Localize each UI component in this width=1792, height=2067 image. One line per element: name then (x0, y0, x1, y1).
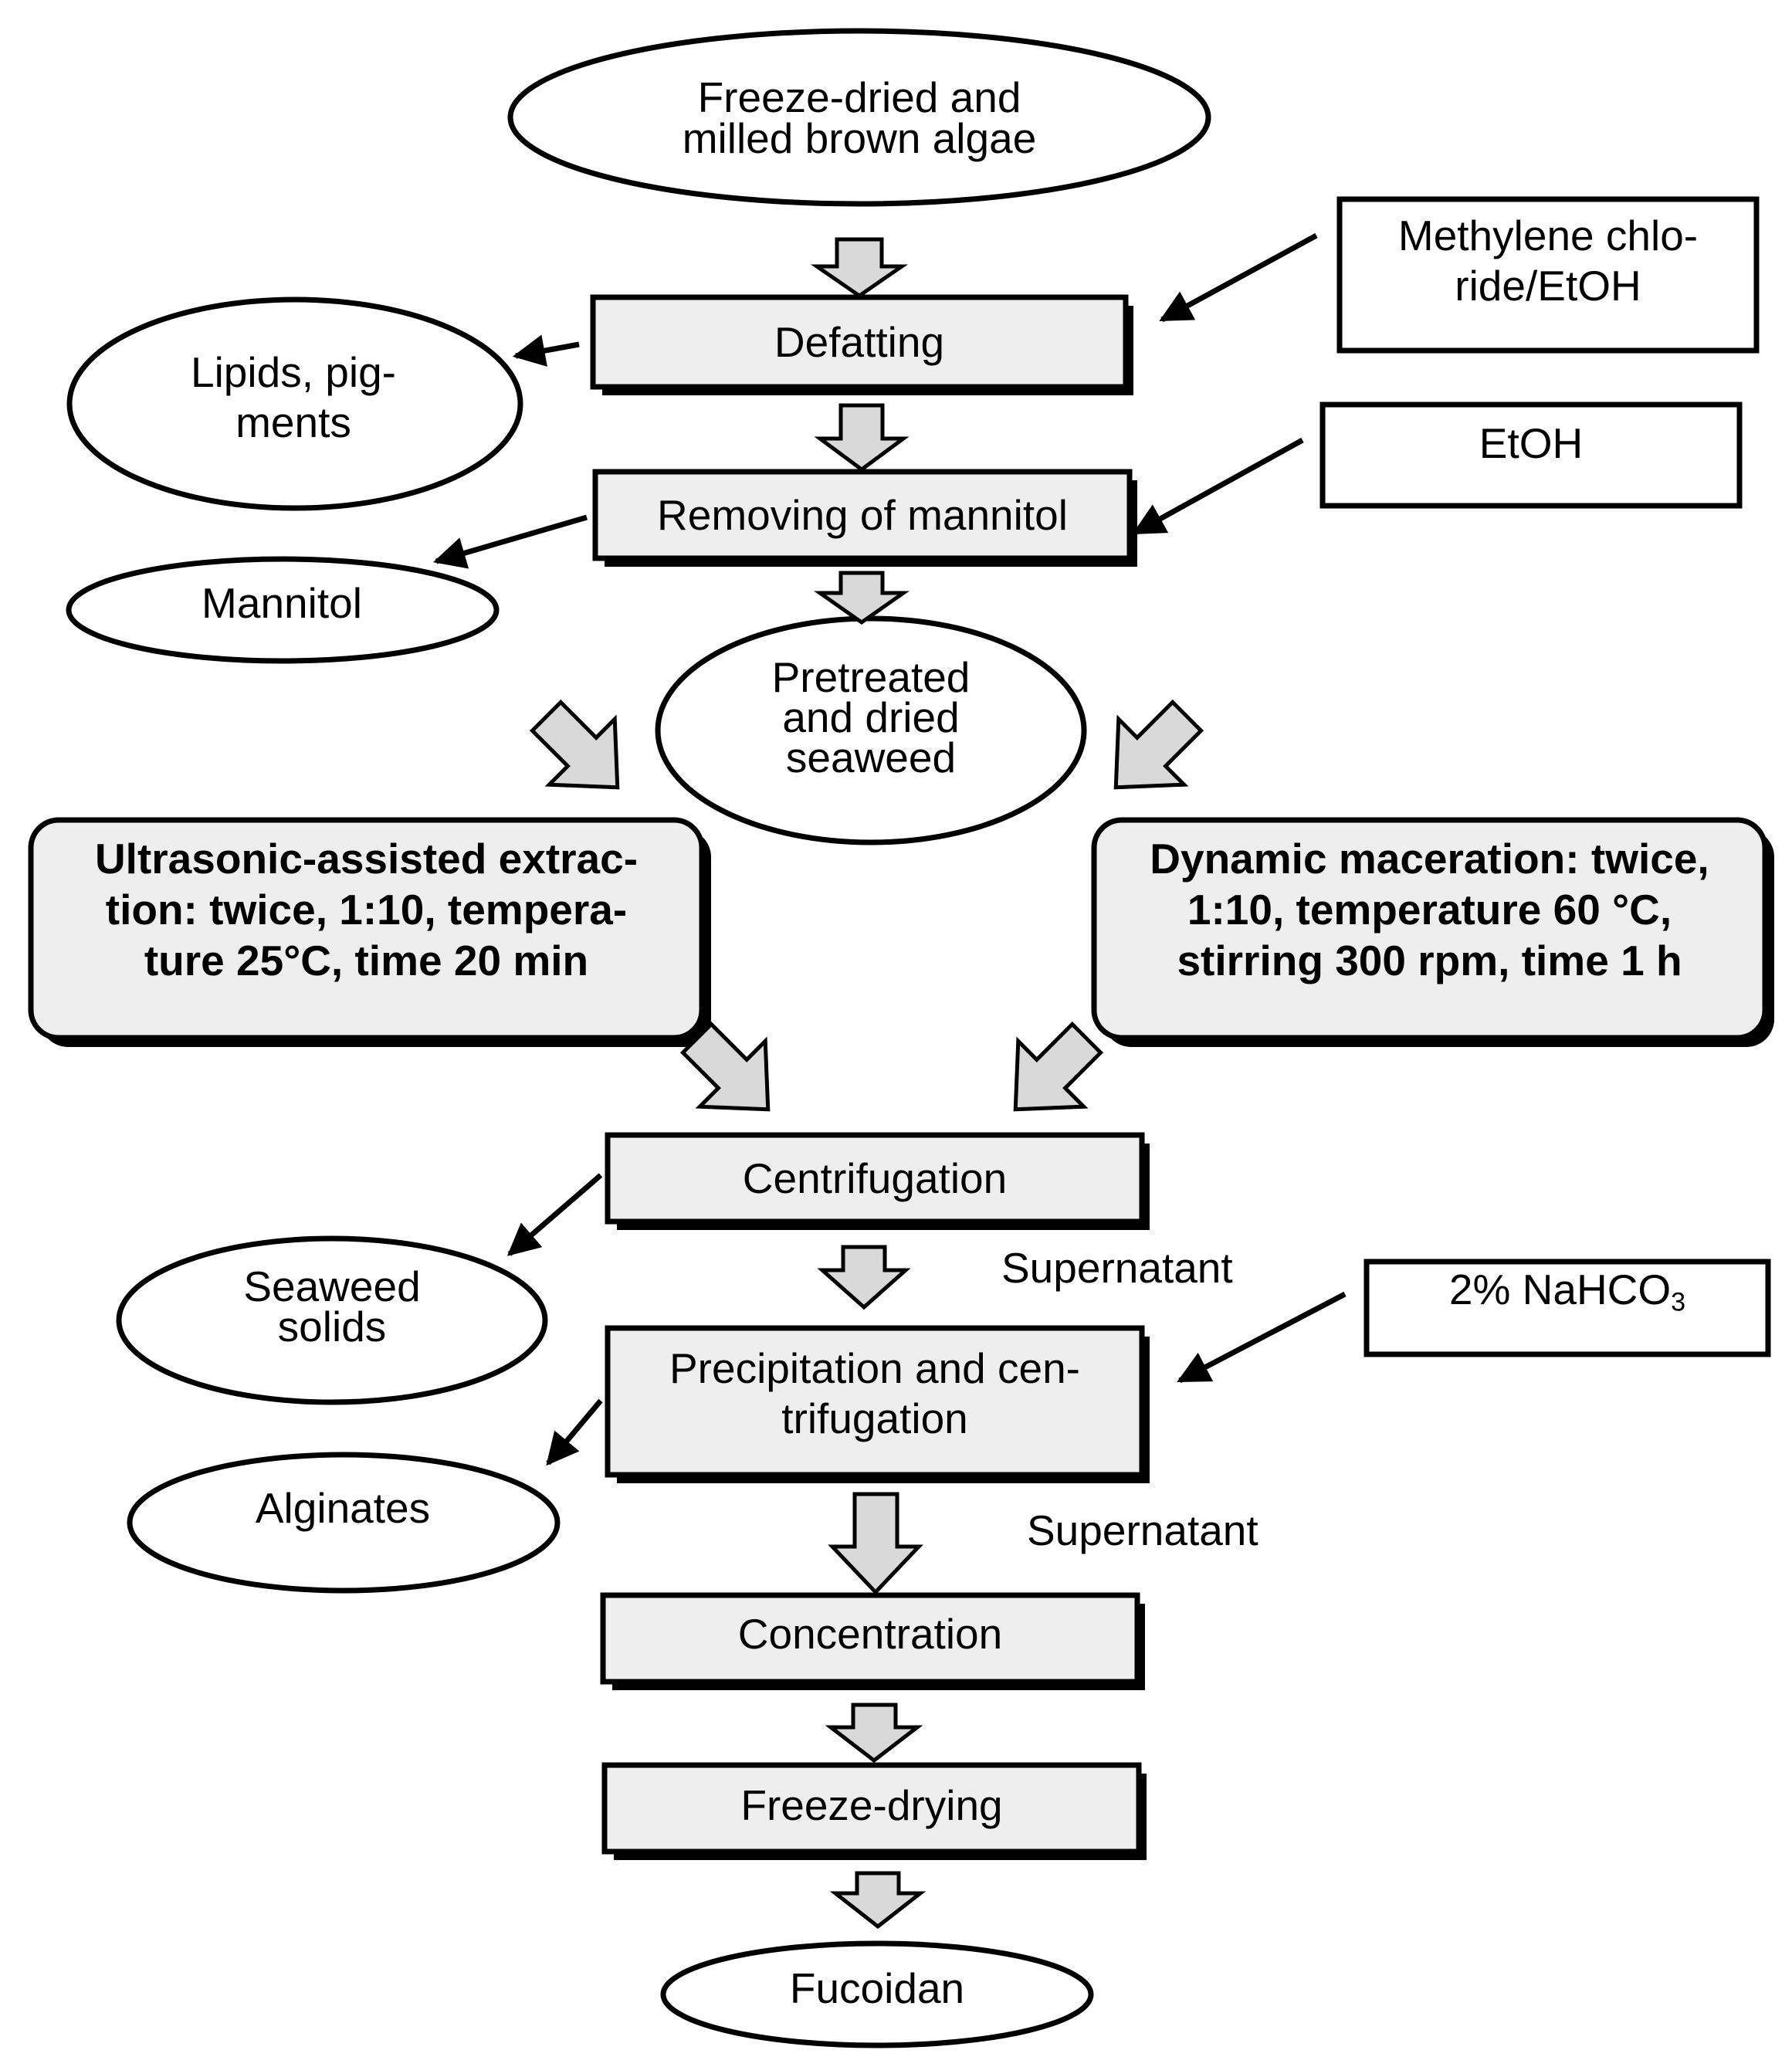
alginates-label: Alginates (255, 1483, 431, 1532)
alginates-ellipse (127, 1452, 561, 1594)
arrow-defatting-to-lipids (512, 334, 580, 367)
concentration-label: Concentration (737, 1609, 1003, 1658)
supernatant-label-1: Supernatant (1001, 1244, 1233, 1292)
flow-arrow-2 (814, 403, 910, 473)
merge-arrow-right (1013, 1021, 1104, 1112)
supernatant-label-2: Supernatant (1027, 1506, 1258, 1554)
flow-arrow-3 (814, 571, 910, 625)
centrifugation-label: Centrifugation (742, 1154, 1008, 1202)
fucoidan-label: Fucoidan (789, 1964, 965, 2012)
lipids-ellipse (66, 296, 523, 511)
solvent2-label: EtOH (1479, 418, 1584, 467)
solvent1-label: Methylene chlo-ride/EtOH (1397, 212, 1699, 310)
freeze-drying-label: Freeze-drying (740, 1781, 1003, 1829)
seaweed-solids-ellipse (116, 1235, 548, 1405)
solvent2-box (1319, 402, 1743, 509)
arrow-centrifugation-to-solids (506, 1173, 603, 1256)
arrow-removing-to-mannitol (432, 514, 588, 569)
flow-arrow-5 (828, 1492, 923, 1595)
arrow-precipitation-to-alginates (546, 1398, 603, 1466)
pretreated-ellipse (655, 615, 1087, 845)
line-arrows (432, 232, 1347, 1466)
uae-label: Ultrasonic-assisted extrac-tion: twice, … (94, 835, 639, 984)
arrow-reagent-to-precipitation (1177, 1291, 1347, 1384)
fucoidan-ellipse (660, 1940, 1094, 2048)
arrow-solvent1-to-defatting (1159, 232, 1318, 323)
maceration-label: Dynamic maceration: twice,1:10, temperat… (1150, 835, 1709, 984)
solvent1-box (1336, 196, 1760, 354)
reagent-label: 2% NaHCO3 (1448, 1265, 1686, 1317)
removing-mannitol-label: Removing of mannitol (657, 490, 1068, 539)
defatting-label: Defatting (774, 317, 945, 366)
process-boxes (590, 294, 1150, 1860)
mannitol-label: Mannitol (202, 578, 362, 627)
merge-arrow-left (679, 1021, 771, 1112)
reagent-subscript: 3 (1671, 1287, 1686, 1317)
branch-arrow-left (529, 699, 620, 790)
flow-arrow-7 (829, 1871, 926, 1930)
branch-arrow-right (1113, 699, 1204, 790)
reagent-box (1363, 1259, 1771, 1357)
flow-arrow-4 (817, 1245, 911, 1310)
mannitol-ellipse (66, 556, 500, 664)
flow-arrow-6 (825, 1703, 923, 1764)
precipitation-label: Precipitation and cen-trifugation (669, 1344, 1080, 1442)
lipids-label: Lipids, pig-ments (191, 348, 396, 446)
method-boxes (28, 817, 1774, 1047)
start-ellipse (507, 28, 1211, 207)
flow-arrow-1 (810, 237, 909, 299)
arrow-solvent2-to-removing (1132, 437, 1304, 536)
block-arrows (529, 237, 1204, 1930)
